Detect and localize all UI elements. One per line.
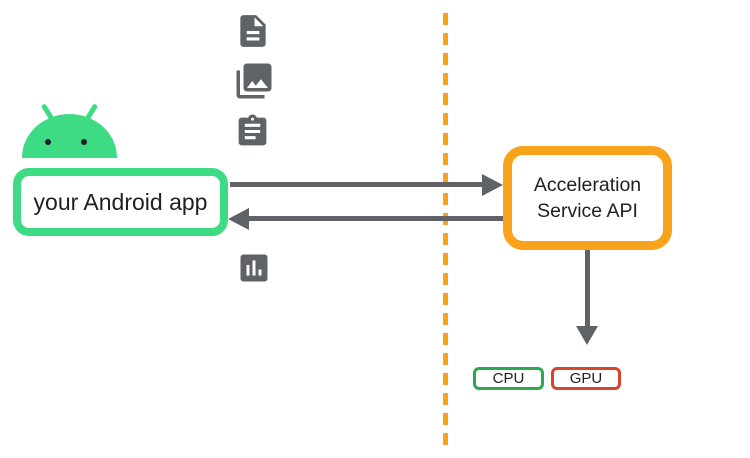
cpu-label: CPU [492,370,525,387]
acceleration-service-api-box: Acceleration Service API [503,146,672,250]
gpu-label: GPU [569,370,603,387]
bar-chart-icon [240,254,268,282]
android-app-label: your Android app [33,188,208,215]
process-boundary-dashed-line [443,13,448,447]
cpu-chip: CPU [473,367,544,390]
android-eye-right [81,139,87,145]
api-to-app-arrowhead-icon [228,208,249,230]
android-head-dome [22,114,117,158]
app-to-api-arrow [230,182,482,187]
android-app-box: your Android app [13,168,228,236]
document-icon [240,15,266,47]
app-to-api-arrowhead-icon [482,174,503,196]
android-eye-left [45,139,51,145]
api-to-app-arrow [249,216,505,221]
api-to-hardware-arrowhead-icon [576,326,598,345]
gpu-chip: GPU [551,367,621,390]
api-label-line1: Acceleration [533,174,642,196]
photo-library-icon [236,63,272,99]
api-label-line2: Service API [537,200,638,222]
clipboard-icon [238,114,267,146]
api-to-hardware-arrow [585,250,590,326]
android-robot-icon [22,103,117,158]
